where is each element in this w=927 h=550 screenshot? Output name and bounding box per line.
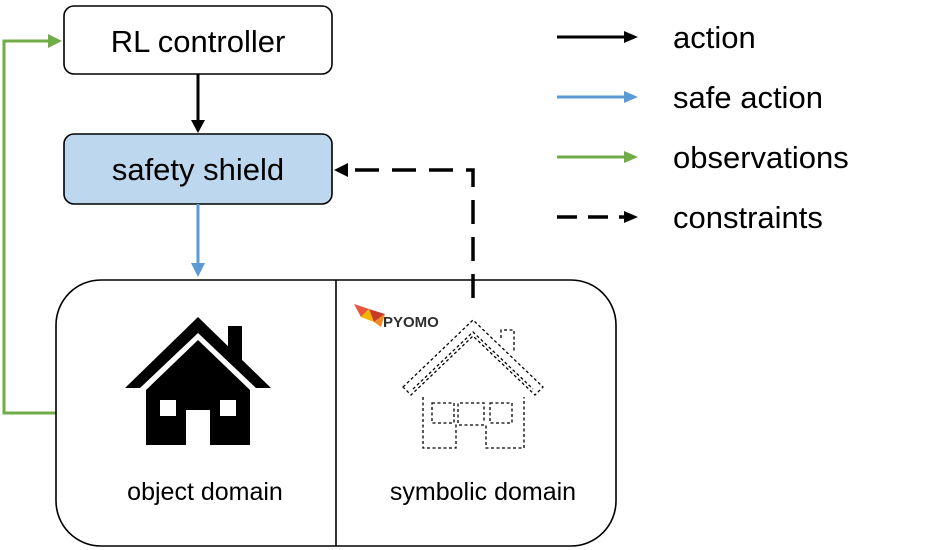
dashed-house-icon bbox=[402, 319, 544, 449]
action-arrow bbox=[191, 74, 205, 133]
safe-action-arrow bbox=[191, 204, 205, 277]
domain-container bbox=[55, 279, 617, 547]
safety-shield-box: safety shield bbox=[63, 133, 333, 205]
symbolic-domain-label: symbolic domain bbox=[390, 478, 576, 506]
legend-label-action: action bbox=[673, 20, 756, 55]
rl-controller-box: RL controller bbox=[63, 5, 333, 75]
house-icon bbox=[125, 317, 271, 445]
object-domain-label: object domain bbox=[127, 478, 283, 506]
legend-item-action: action bbox=[557, 20, 756, 55]
rl-controller-label: RL controller bbox=[111, 24, 286, 59]
legend-label-constraints: constraints bbox=[673, 200, 823, 235]
constraints-arrow bbox=[334, 163, 475, 298]
pyomo-logo-text: PYOMO bbox=[383, 314, 439, 331]
legend-item-observations: observations bbox=[557, 140, 849, 175]
legend-label-safe-action: safe action bbox=[673, 80, 823, 115]
safety-shield-label: safety shield bbox=[112, 152, 284, 187]
observations-arrow bbox=[2, 34, 62, 415]
legend-item-safe-action: safe action bbox=[557, 80, 823, 115]
pyomo-logo-icon: PYOMO bbox=[354, 304, 439, 331]
legend: action safe action observations constrai… bbox=[557, 20, 849, 235]
legend-item-constraints: constraints bbox=[557, 200, 823, 235]
legend-label-observations: observations bbox=[673, 140, 849, 175]
